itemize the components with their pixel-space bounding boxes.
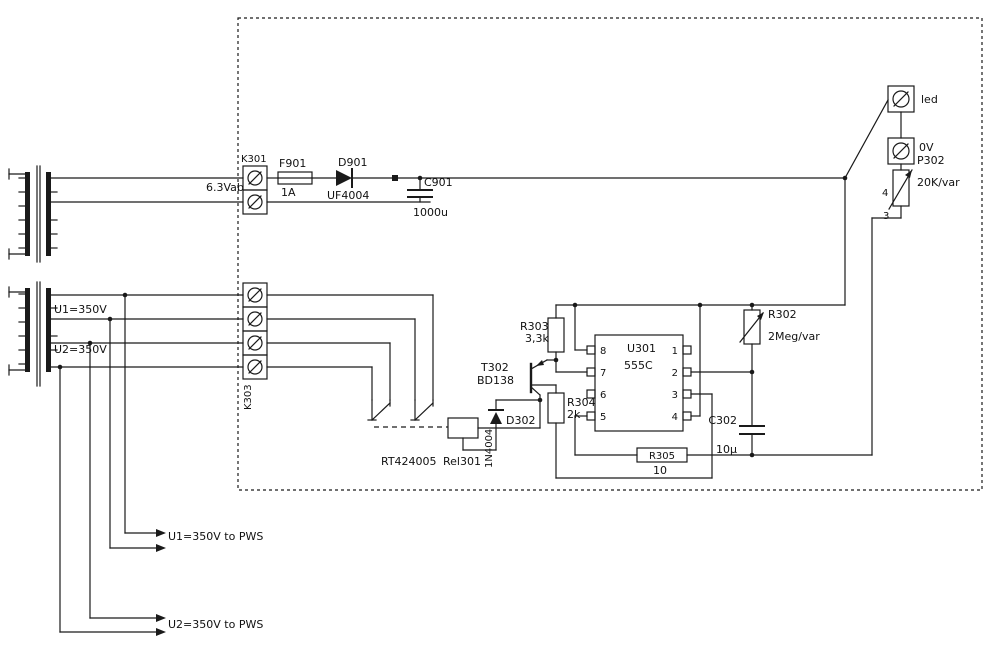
- label-r305-ref: R305: [649, 451, 675, 462]
- heater-wires: [50, 175, 848, 203]
- led-panel-symbol: [844, 85, 915, 179]
- label-d901-ref: D901: [338, 156, 367, 169]
- terminal-block-k301: [242, 165, 268, 215]
- relay-coil-symbol: [447, 417, 541, 451]
- pot-r302-symbol: [739, 304, 764, 427]
- capacitor-c901-symbol: [407, 177, 433, 203]
- diode-d302-symbol: [488, 397, 543, 451]
- label-k303: K303: [243, 384, 254, 410]
- label-zero-volt: 0V: [919, 141, 934, 154]
- label-u301-pin2: 2: [672, 368, 678, 379]
- pot-p302-symbol: [871, 111, 915, 456]
- label-relay-type: RT424005: [381, 455, 437, 468]
- label-t302-value: BD138: [477, 374, 514, 387]
- label-p302-pin3: 3: [883, 211, 889, 222]
- label-r304-value: 2k: [567, 408, 581, 421]
- label-u301-pin4: 4: [672, 412, 678, 423]
- hv-wires: [50, 292, 434, 401]
- label-p302-value: 20K/var: [917, 176, 960, 189]
- label-u301-pin5: 5: [600, 412, 606, 423]
- label-d302-value: 1N4004: [484, 429, 495, 468]
- label-d302-ref: D302: [506, 414, 535, 427]
- label-p302-ref: P302: [917, 154, 945, 167]
- label-c302-ref: C302: [708, 414, 737, 427]
- pws-output-wires: [59, 294, 166, 636]
- terminal-block-k303: [242, 282, 268, 380]
- label-t302-ref: T302: [480, 361, 509, 374]
- label-r303-value: 3,3k: [525, 332, 549, 345]
- fuse-f901-symbol: [277, 171, 313, 185]
- enclosure-border: [237, 17, 983, 491]
- label-r302-ref: R302: [768, 308, 797, 321]
- label-u301-pin8: 8: [600, 346, 606, 357]
- label-r302-value: 2Meg/var: [768, 330, 820, 343]
- label-heater-voltage: 6.3Vab: [206, 181, 244, 194]
- label-c901-value: 1000u: [413, 206, 448, 219]
- label-u2-voltage: U2=350V: [54, 343, 107, 356]
- label-f901-ref: F901: [279, 157, 306, 170]
- relay-contacts-symbol: [367, 399, 448, 428]
- label-p302-pin4: 4: [882, 188, 888, 199]
- label-r303-ref: R303: [520, 320, 549, 333]
- capacitor-c302-symbol: [739, 425, 765, 456]
- label-u1-pws: U1=350V to PWS: [168, 530, 263, 543]
- label-u301-pin7: 7: [600, 368, 606, 379]
- resistor-r303-symbol: [547, 304, 588, 373]
- label-u301-pin3: 3: [672, 390, 678, 401]
- label-f901-value: 1A: [281, 186, 296, 199]
- resistor-r304-symbol: [547, 392, 565, 479]
- label-r304-ref: R304: [567, 396, 596, 409]
- label-c302-value: 10µ: [716, 443, 737, 456]
- label-u2-pws: U2=350V to PWS: [168, 618, 263, 631]
- transformer-t2-symbol: [8, 281, 58, 387]
- label-relay-coil: Rel301: [443, 455, 481, 468]
- label-d901-value: UF4004: [327, 189, 369, 202]
- transistor-t302-symbol: [529, 357, 559, 429]
- label-u301-ref: U301: [627, 342, 656, 355]
- resistor-r305-symbol: [636, 447, 688, 463]
- label-c901-ref: C901: [424, 176, 453, 189]
- diode-d901-symbol: [336, 168, 353, 188]
- transformer-t1-symbol: [8, 165, 58, 263]
- label-u1-voltage: U1=350V: [54, 303, 107, 316]
- label-led: led: [921, 93, 938, 106]
- label-u301-pin1: 1: [672, 346, 678, 357]
- label-k301: K301: [241, 154, 267, 165]
- label-u301-value: 555C: [624, 359, 653, 372]
- label-u301-pin6: 6: [600, 390, 606, 401]
- label-r305-value: 10: [653, 464, 667, 477]
- timer-wires: [555, 177, 873, 479]
